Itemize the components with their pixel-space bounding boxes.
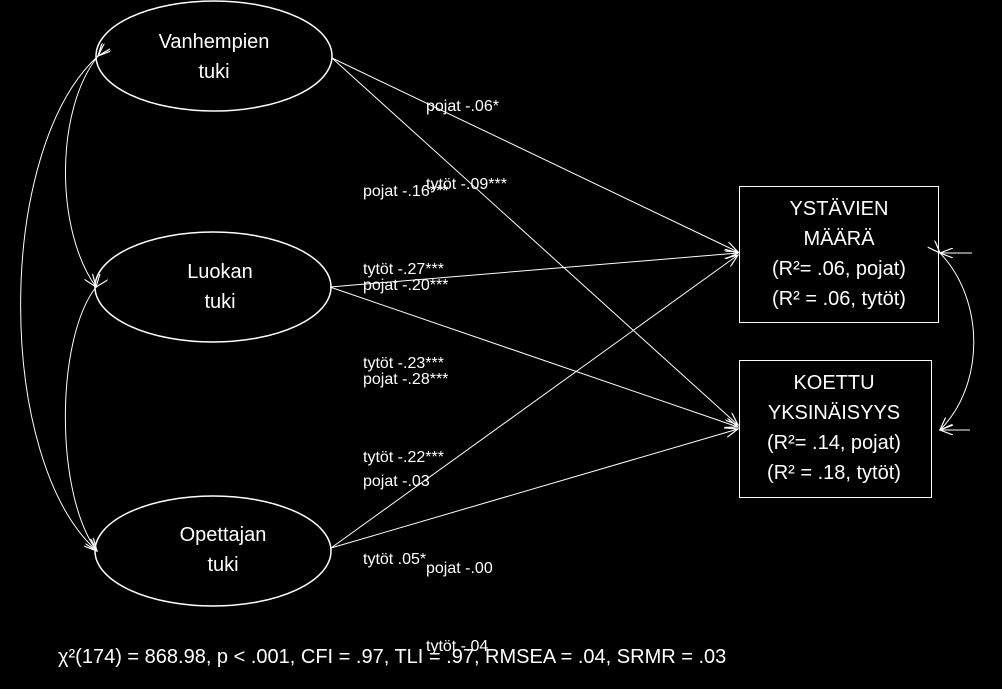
- loneliness-line1: KOETTU: [793, 372, 875, 394]
- path-teacher-friends: [330, 255, 738, 549]
- coef-class-friends: pojat -.20*** tytöt -.23***: [363, 221, 448, 403]
- covariance-parents-class: [65, 56, 98, 287]
- parents-support-line2: tuki: [198, 61, 230, 83]
- coef-class-loneliness-girls: tytöt -.22***: [363, 449, 444, 466]
- friends-count-r2-boys: (R²= .06, pojat): [772, 258, 906, 280]
- friends-count-line2: MÄÄRÄ: [803, 228, 875, 250]
- coef-teacher-loneliness: pojat -.00 tytöt -.04: [426, 504, 493, 686]
- coef-teacher-loneliness-boys: pojat -.00: [426, 560, 493, 577]
- loneliness-label: KOETTU YKSINÄISYYS (R²= .14, pojat) (R² …: [739, 368, 929, 488]
- coef-teacher-loneliness-girls: tytöt -.04: [426, 638, 489, 655]
- friends-count-box: [739, 186, 939, 323]
- loneliness-r2-girls: (R² = .18, tytöt): [767, 462, 901, 484]
- loneliness-box: [739, 360, 932, 498]
- loneliness-line2: YKSINÄISYYS: [767, 402, 901, 424]
- coef-class-loneliness: pojat -.28*** tytöt -.22***: [363, 315, 448, 497]
- path-class-loneliness: [329, 286, 738, 427]
- coef-parents-loneliness: pojat -.16*** tytöt -.27***: [363, 127, 448, 309]
- model-fit-indices: χ²(174) = 868.98, p < .001, CFI = .97, T…: [58, 646, 727, 668]
- loneliness-r2-boys: (R²= .14, pojat): [767, 432, 901, 454]
- covariance-parents-teacher: [20, 56, 98, 551]
- path-parents-friends: [331, 57, 738, 252]
- path-parents-loneliness: [331, 57, 738, 425]
- coef-parents-friends-boys: pojat -.06*: [426, 98, 499, 115]
- coef-class-friends-girls: tytöt -.23***: [363, 355, 444, 372]
- covariance-class-teacher: [64, 287, 97, 551]
- coef-teacher-friends-boys: pojat -.03: [363, 473, 430, 490]
- residual-covariance-outcomes: [940, 253, 975, 430]
- teacher-support-line1: Opettajan: [179, 524, 267, 546]
- friends-count-label: YSTÄVIEN MÄÄRÄ (R²= .06, pojat) (R² = .0…: [739, 194, 939, 314]
- coef-teacher-friends-girls: tytöt .05*: [363, 551, 427, 568]
- class-support-line1: Luokan: [187, 261, 253, 283]
- coef-class-friends-boys: pojat -.20***: [363, 277, 449, 294]
- parents-support-label: Vanhempien tuki: [134, 27, 294, 87]
- coef-teacher-friends: pojat -.03 tytöt .05*: [363, 417, 430, 599]
- friends-count-r2-girls: (R² = .06, tytöt): [772, 288, 906, 310]
- teacher-support-label: Opettajan tuki: [143, 520, 303, 580]
- class-support-label: Luokan tuki: [140, 257, 300, 317]
- class-support-line2: tuki: [204, 291, 236, 313]
- coef-parents-friends: pojat -.06* tytöt -.09***: [426, 42, 507, 224]
- path-class-friends: [329, 253, 738, 288]
- path-teacher-loneliness: [330, 429, 738, 549]
- coef-parents-friends-girls: tytöt -.09***: [426, 176, 507, 193]
- coef-class-loneliness-boys: pojat -.28***: [363, 371, 449, 388]
- parents-support-line1: Vanhempien: [158, 31, 270, 53]
- coef-parents-loneliness-girls: tytöt -.27***: [363, 261, 444, 278]
- coef-parents-loneliness-boys: pojat -.16***: [363, 183, 449, 200]
- teacher-support-line2: tuki: [207, 554, 239, 576]
- friends-count-line1: YSTÄVIEN: [789, 198, 889, 220]
